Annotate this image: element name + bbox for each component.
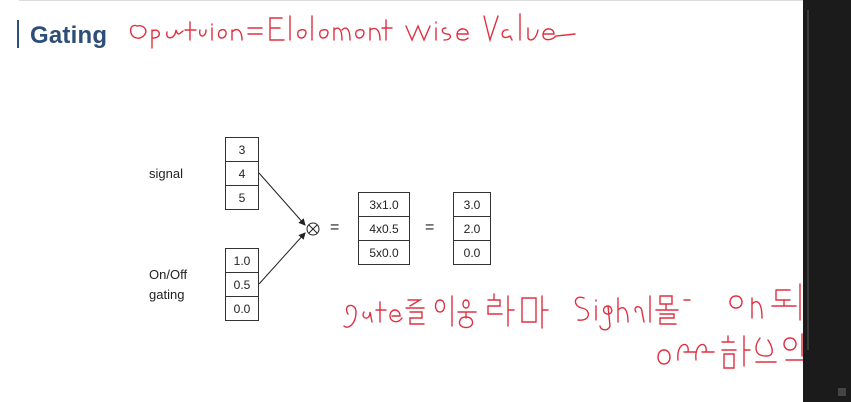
side-panel-divider (807, 10, 809, 350)
gating-label-line1: On/Off (149, 267, 188, 282)
gating-label-line2: gating (149, 287, 185, 302)
signal-label: signal (149, 166, 183, 181)
scroll-handle[interactable] (838, 388, 846, 396)
handwritten-annotation-top (129, 13, 576, 49)
diagram-drawing (129, 13, 803, 369)
gate-arrow (258, 232, 306, 285)
slide: Gating signal On/Off gating 3 4 5 1.0 0.… (17, 0, 803, 369)
handwritten-annotation-bottom (343, 283, 803, 369)
product-cell: 5x0.0 (358, 240, 410, 265)
product-cell: 3x1.0 (358, 192, 410, 217)
result-cell: 0.0 (453, 240, 491, 265)
elementwise-multiply-icon (306, 222, 320, 236)
top-border (19, 0, 803, 1)
dark-side-panel (803, 0, 851, 402)
equals-sign: = (425, 219, 435, 236)
result-cell: 2.0 (453, 216, 491, 241)
signal-cell: 5 (225, 185, 259, 210)
signal-cell: 4 (225, 161, 259, 186)
gate-cell: 0.0 (225, 296, 259, 321)
signal-arrow (258, 172, 306, 226)
equals-sign: = (330, 219, 340, 236)
result-cell: 3.0 (453, 192, 491, 217)
slide-title: Gating (30, 22, 108, 49)
title-accent-bar (17, 20, 19, 48)
